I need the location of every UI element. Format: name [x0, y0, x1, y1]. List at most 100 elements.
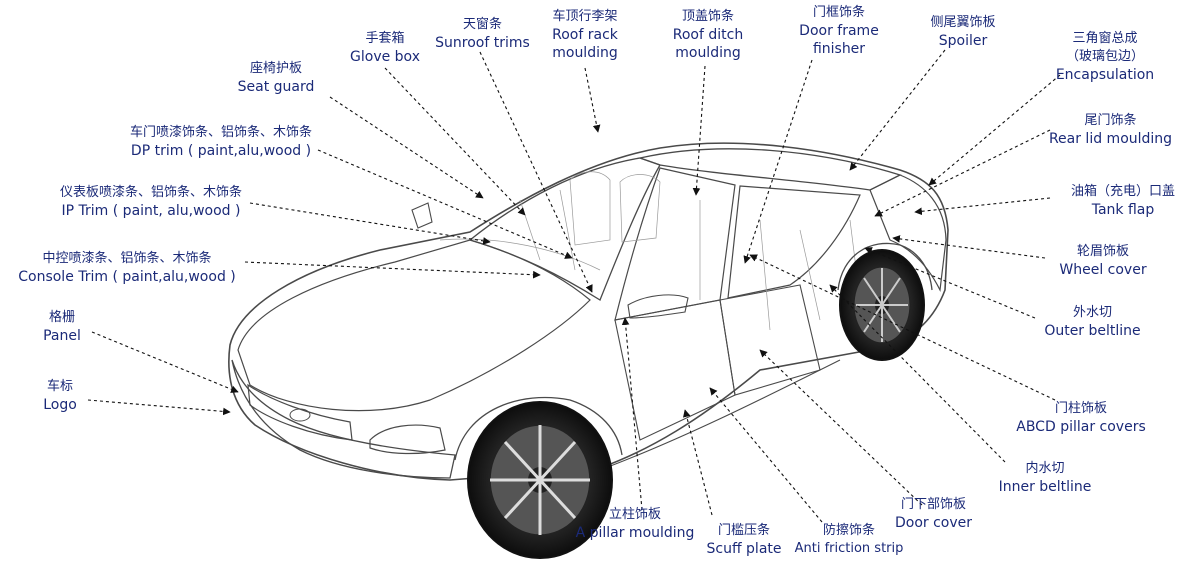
label-en: Inner beltline: [998, 479, 1092, 495]
label-panel: 格栅 Panel: [30, 309, 94, 345]
label-console-trim: 中控喷漆条、铝饰条、木饰条 Console Trim ( paint,alu,w…: [8, 250, 246, 286]
leader-abcd-pillar-covers: [749, 254, 1056, 401]
leader-a-pillar-moulding: [621, 317, 643, 511]
leader-rear-lid-moulding: [874, 129, 1051, 217]
label-ip-trim: 仪表板喷漆条、铝饰条、木饰条 IP Trim ( paint, alu,wood…: [40, 184, 262, 220]
label-door-frame-finisher: 门框饰条 Door frame finisher: [790, 4, 888, 58]
car-interior-lines: [519, 189, 861, 331]
label-zh: 顶盖饰条: [681, 9, 734, 24]
label-zh: 手套箱: [365, 31, 405, 46]
leader-seat-guard: [329, 96, 484, 199]
car-side-mirror: [627, 294, 689, 319]
label-zh: 门柱饰板: [1054, 401, 1107, 416]
label-outer-beltline: 外水切 Outer beltline: [1035, 304, 1150, 340]
car-roof: [637, 148, 902, 191]
label-zh-2: （玻璃包边）: [1065, 49, 1144, 64]
label-en: Tank flap: [1091, 202, 1155, 218]
label-zh: 仪表板喷漆条、铝饰条、木饰条: [59, 185, 242, 200]
car-rear-mirror-left: [411, 202, 433, 229]
label-zh: 尾门饰条: [1084, 113, 1137, 128]
leader-sunroof-trims: [479, 51, 593, 293]
label-inner-beltline: 内水切 Inner beltline: [990, 460, 1100, 496]
label-en: Door cover: [894, 515, 973, 531]
leader-anti-friction-strip: [709, 387, 823, 523]
leader-panel: [91, 331, 239, 393]
label-anti-friction-strip: 防擦饰条 Anti friction strip: [790, 522, 908, 558]
label-zh: 油箱（充电）口盖: [1070, 184, 1175, 199]
car-body-outline: [228, 142, 949, 481]
leader-tank-flap: [914, 197, 1051, 216]
label-en: Anti friction strip: [794, 541, 904, 556]
car-front-logo: [289, 408, 311, 422]
label-rear-lid-moulding: 尾门饰条 Rear lid moulding: [1043, 112, 1178, 148]
label-en: A pillar moulding: [575, 525, 695, 541]
label-en-2: moulding: [675, 45, 741, 61]
label-en: Spoiler: [938, 33, 988, 49]
car-rear-door: [719, 284, 821, 396]
car-interior-seat-2: [619, 174, 661, 243]
label-zh: 侧尾翼饰板: [930, 15, 996, 30]
label-zh: 三角窗总成: [1072, 31, 1138, 46]
label-seat-guard: 座椅护板 Seat guard: [230, 60, 322, 96]
car-front-side-window: [614, 167, 736, 321]
label-en: IP Trim ( paint, alu,wood ): [61, 203, 241, 219]
label-zh: 座椅护板: [249, 61, 302, 76]
leader-console-trim: [244, 261, 541, 279]
label-en: Panel: [43, 328, 81, 344]
label-sunroof-trims: 天窗条 Sunroof trims: [425, 16, 540, 52]
leader-roof-rack-moulding: [584, 67, 601, 133]
label-en: Rear lid moulding: [1048, 131, 1173, 147]
label-zh: 格栅: [48, 310, 75, 325]
label-en: Roof ditch: [672, 27, 744, 43]
label-wheel-cover: 轮眉饰板 Wheel cover: [1048, 243, 1158, 279]
label-zh: 门框饰条: [812, 5, 865, 20]
car-interior-seat: [569, 171, 611, 246]
leader-scuff-plate: [682, 409, 713, 516]
car-front-wheel-arch: [454, 396, 623, 461]
car-hood: [237, 239, 591, 412]
label-roof-rack-moulding: 车顶行李架 Roof rack moulding: [540, 8, 630, 62]
label-zh: 防擦饰条: [822, 523, 875, 538]
leader-door-frame-finisher: [743, 59, 813, 264]
label-en: Encapsulation: [1055, 67, 1155, 83]
leader-spoiler: [849, 49, 946, 171]
car-sill: [599, 359, 841, 471]
car-rear-side-window: [727, 185, 861, 299]
car-headlight: [369, 424, 446, 455]
label-en: DP trim ( paint,alu,wood ): [130, 143, 312, 159]
label-en: Roof rack: [552, 27, 618, 43]
label-a-pillar-moulding: 立柱饰板 A pillar moulding: [568, 506, 702, 542]
label-scuff-plate: 门槛压条 Scuff plate: [698, 522, 790, 558]
label-en: Sunroof trims: [435, 35, 530, 51]
leader-logo: [87, 399, 231, 416]
label-zh: 门下部饰板: [900, 497, 966, 512]
leader-dp-trim: [317, 149, 573, 259]
label-zh: 中控喷漆条、铝饰条、木饰条: [42, 251, 212, 266]
label-zh: 内水切: [1025, 461, 1065, 476]
leader-ip-trim: [249, 202, 491, 245]
label-abcd-pillar-covers: 门柱饰板 ABCD pillar covers: [1010, 400, 1152, 436]
leader-outer-beltline: [864, 247, 1036, 319]
leader-wheel-cover: [892, 235, 1046, 259]
label-en: Seat guard: [237, 79, 315, 95]
car-front-wheel: [467, 401, 613, 559]
label-zh: 轮眉饰板: [1076, 244, 1129, 259]
label-glove-box: 手套箱 Glove box: [340, 30, 430, 66]
car-grille: [247, 383, 353, 441]
label-en: Console Trim ( paint,alu,wood ): [18, 269, 236, 285]
label-door-cover: 门下部饰板 Door cover: [886, 496, 981, 532]
label-roof-ditch-moulding: 顶盖饰条 Roof ditch moulding: [662, 8, 754, 62]
car-interior-dash: [439, 238, 601, 271]
label-zh: 车顶行李架: [552, 9, 618, 24]
leader-door-cover: [759, 349, 923, 506]
leader-glove-box: [384, 67, 526, 216]
label-en: Scuff plate: [706, 541, 782, 557]
car-front-bumper: [231, 359, 456, 479]
car-windshield: [468, 157, 661, 301]
car-front-door: [614, 299, 736, 441]
label-dp-trim: 车门喷漆饰条、铝饰条、木饰条 DP trim ( paint,alu,wood …: [105, 124, 337, 160]
label-tank-flap: 油箱（充电）口盖 Tank flap: [1058, 183, 1188, 219]
label-en-2: finisher: [812, 41, 866, 57]
label-en: Glove box: [350, 49, 420, 65]
